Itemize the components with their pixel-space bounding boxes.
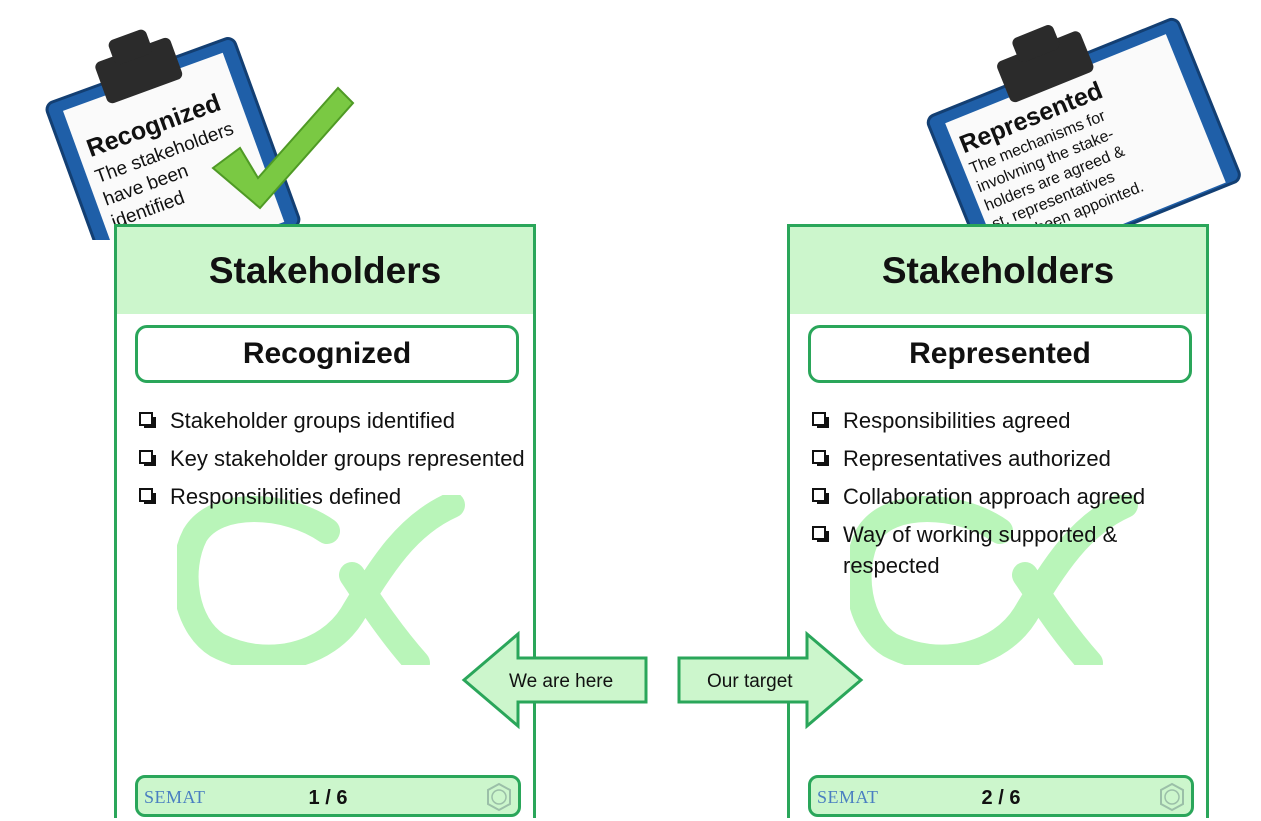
checkbox-icon[interactable] — [139, 450, 156, 466]
semat-logo: SEMAT — [144, 787, 206, 807]
checklist-item[interactable]: Way of working supported & respected — [810, 519, 1123, 581]
alpha-card-right: Stakeholders Represented Responsibilitie… — [787, 224, 1209, 818]
checkmark-icon — [211, 86, 355, 210]
card-footer: SEMAT 1 / 6 — [135, 775, 521, 817]
clipboard-represented-icon: Represented The mechanisms for involvnin… — [926, 17, 1241, 228]
card-title: Stakeholders — [117, 227, 533, 314]
essence-seal-icon — [1160, 782, 1184, 812]
checklist-item[interactable]: Stakeholder groups identified — [137, 405, 527, 436]
clipboard-recognized-icon: Recognized The stakeholders have been id… — [45, 29, 355, 240]
state-name: Recognized — [135, 325, 519, 383]
alpha-card-left: Stakeholders Recognized Stakeholder grou… — [114, 224, 536, 818]
checkbox-icon[interactable] — [812, 488, 829, 504]
checklist: Stakeholder groups identified Key stakeh… — [137, 405, 527, 519]
page-number: 1 / 6 — [308, 787, 348, 809]
checkbox-icon[interactable] — [812, 450, 829, 466]
checklist-item[interactable]: Responsibilities agreed — [810, 405, 1200, 436]
checklist-item[interactable]: Representatives authorized — [810, 443, 1200, 474]
state-name: Represented — [808, 325, 1192, 383]
checklist-item[interactable]: Collaboration approach agreed — [810, 481, 1200, 512]
checkbox-icon[interactable] — [139, 412, 156, 428]
page-number: 2 / 6 — [981, 787, 1021, 809]
we-are-here-label: We are here — [509, 671, 614, 692]
checklist-item[interactable]: Responsibilities defined — [137, 481, 527, 512]
checkbox-icon[interactable] — [812, 526, 829, 542]
card-title: Stakeholders — [790, 227, 1206, 314]
our-target-arrow — [677, 630, 864, 730]
card-footer: SEMAT 2 / 6 — [808, 775, 1194, 817]
checklist-item[interactable]: Key stakeholder groups represented — [137, 443, 527, 474]
our-target-label: Our target — [707, 671, 793, 692]
checklist: Responsibilities agreed Representatives … — [810, 405, 1200, 588]
checkbox-icon[interactable] — [139, 488, 156, 504]
semat-logo: SEMAT — [817, 787, 879, 807]
essence-seal-icon — [487, 782, 511, 812]
alpha-icon — [850, 495, 1138, 665]
checkbox-icon[interactable] — [812, 412, 829, 428]
we-are-here-arrow — [461, 630, 648, 730]
alpha-icon — [177, 495, 465, 665]
